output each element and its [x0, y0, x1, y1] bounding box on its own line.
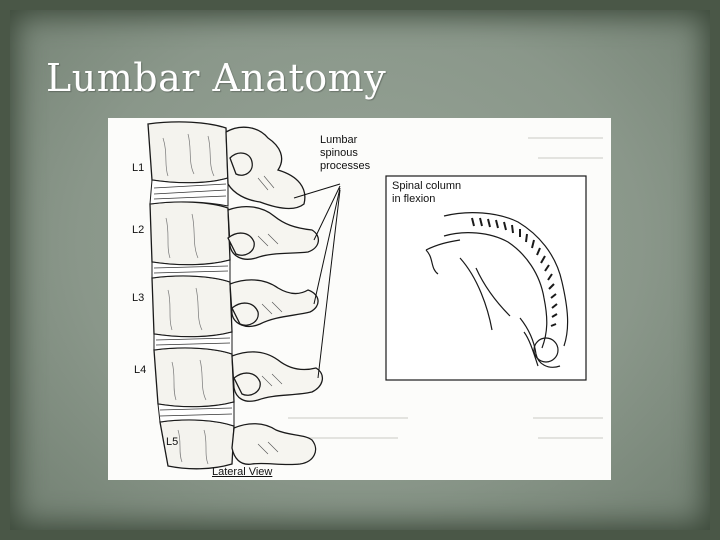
inset-caption-line-1: Spinal column [392, 180, 461, 193]
inset-caption-line-2: in flexion [392, 193, 461, 206]
callout-line-1: Lumbar [320, 134, 370, 147]
vertebra-label-l2: L2 [132, 224, 144, 237]
vertebra-label-l4: L4 [134, 364, 146, 377]
vertebra-label-l1: L1 [132, 162, 144, 175]
vertebra-label-l5: L5 [166, 436, 178, 449]
inset-caption: Spinal column in flexion [392, 180, 461, 206]
vertebra-label-l3: L3 [132, 292, 144, 305]
anatomy-figure: L1 L2 L3 L4 L5 Lumbar spinous processes … [108, 118, 611, 480]
callout-line-3: processes [320, 160, 370, 173]
callout-line-2: spinous [320, 147, 370, 160]
lateral-view-caption: Lateral View [212, 466, 272, 479]
slide-title: Lumbar Anatomy [46, 56, 386, 100]
spinous-processes-callout: Lumbar spinous processes [320, 134, 370, 173]
